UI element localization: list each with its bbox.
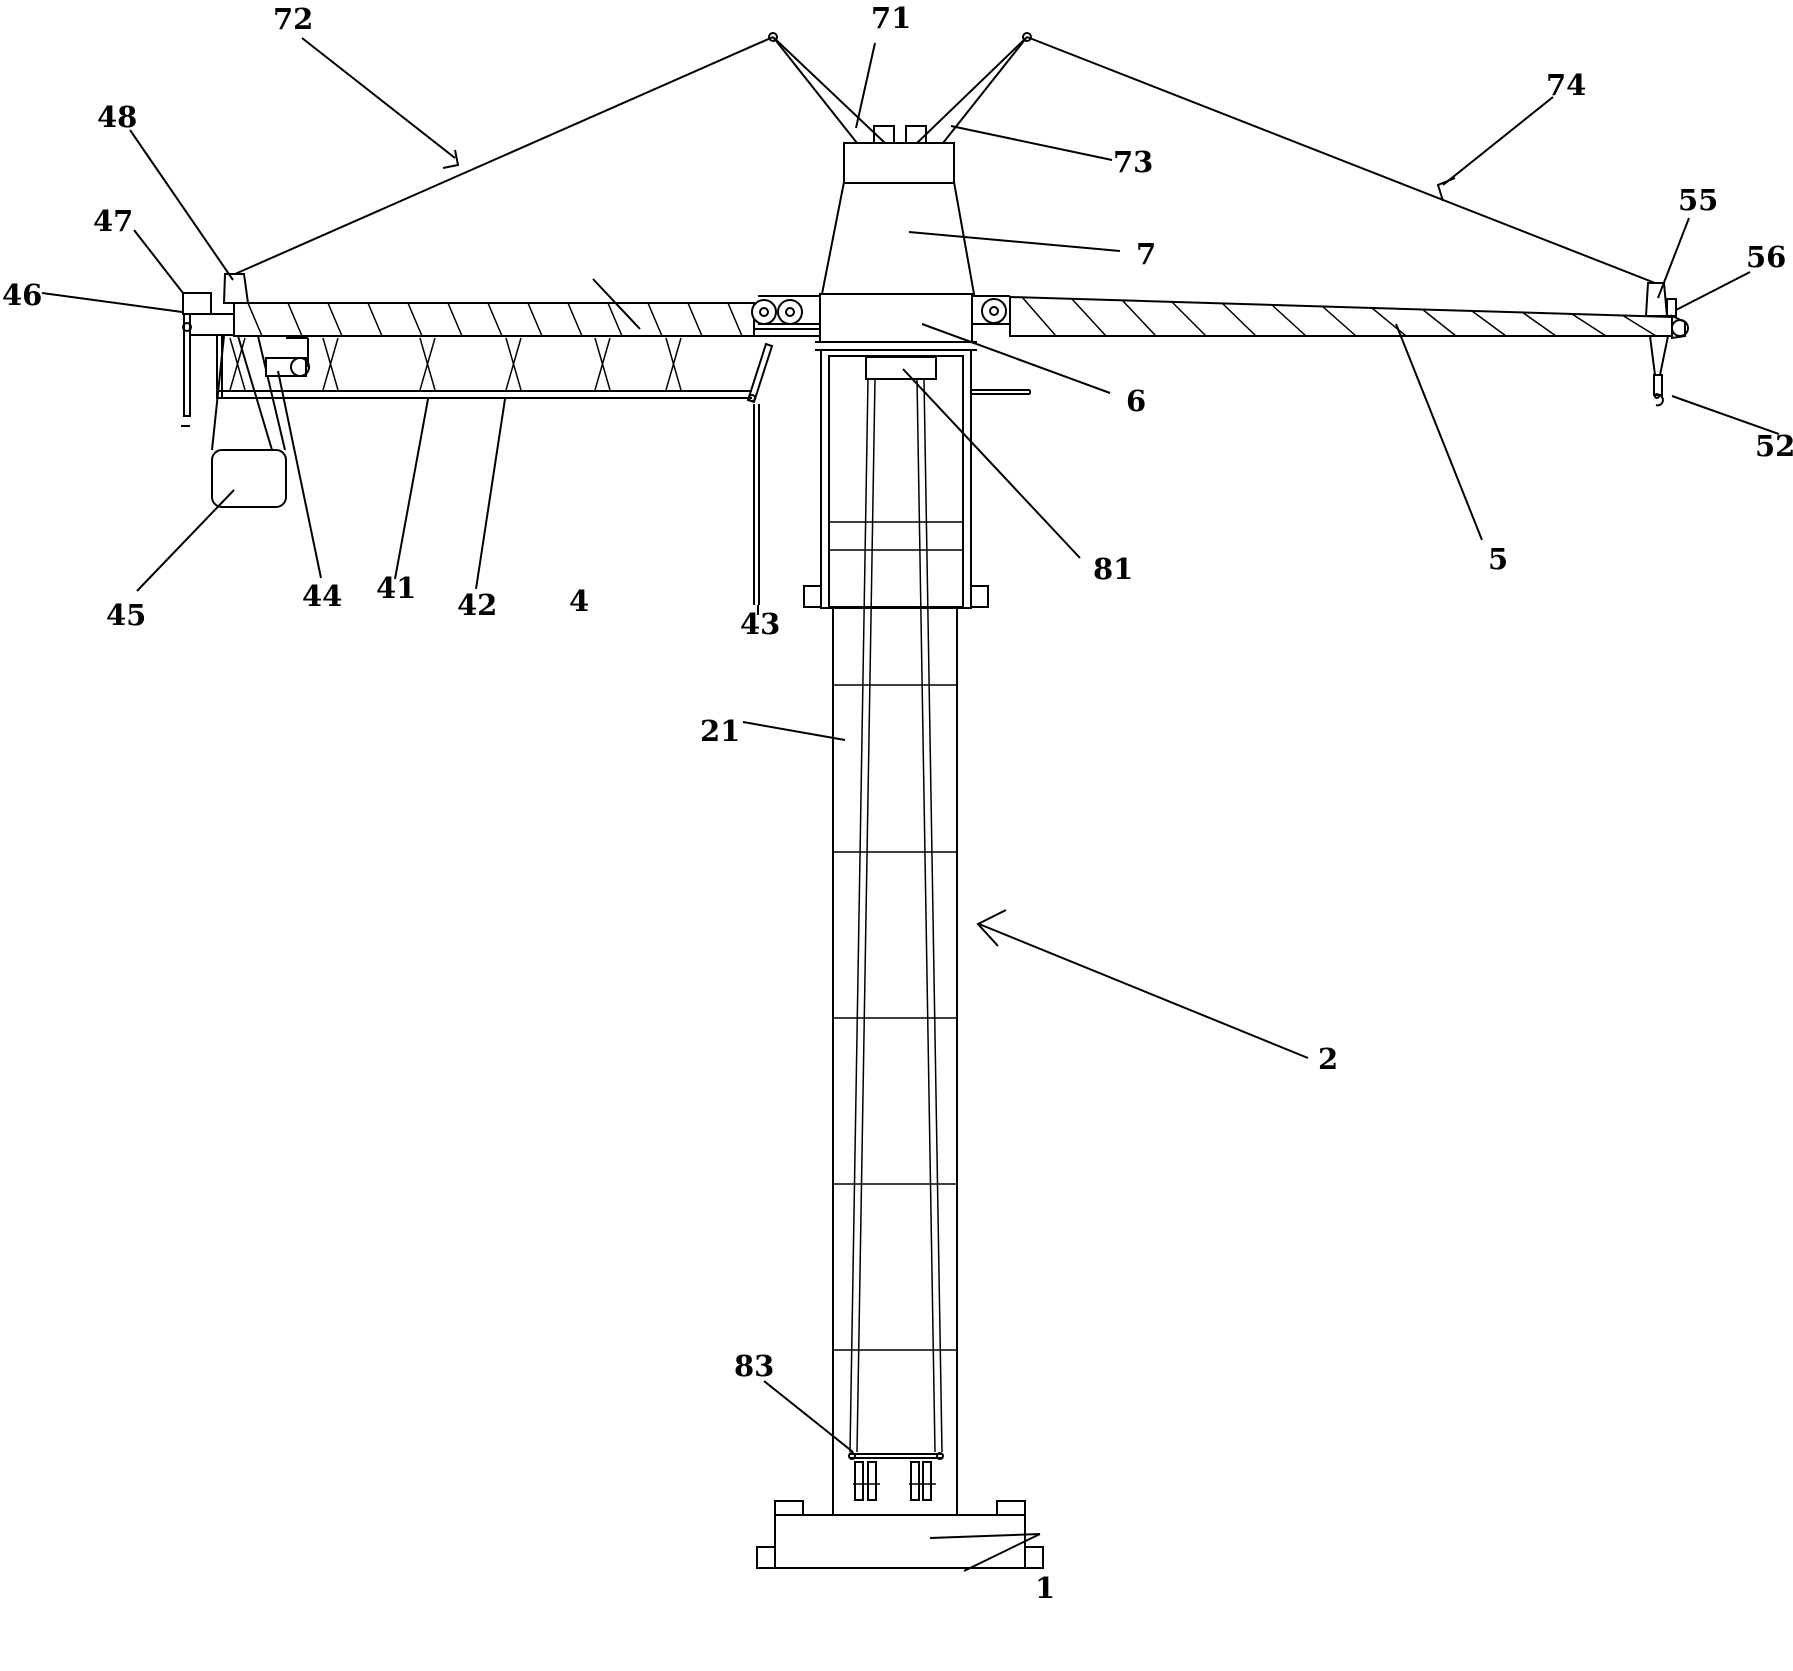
label-6: 6 [1126, 384, 1146, 418]
counterweight-45 [212, 336, 309, 507]
label-7: 7 [1136, 237, 1156, 271]
label-5: 5 [1488, 542, 1508, 576]
label-1: 1 [1035, 1571, 1055, 1605]
label-46: 46 [2, 278, 42, 312]
label-52: 52 [1755, 429, 1793, 463]
label-71: 71 [871, 1, 911, 35]
label-55: 55 [1678, 183, 1718, 217]
jib-5 [982, 297, 1672, 336]
counter-jib-4 [234, 300, 820, 336]
label-44: 44 [302, 579, 342, 613]
label-45: 45 [106, 598, 146, 632]
counter-jib-tail [181, 274, 248, 426]
jib-head [1646, 283, 1688, 405]
a-frames [769, 33, 1031, 143]
label-4: 4 [569, 584, 589, 618]
label-47: 47 [93, 204, 133, 238]
label-43: 43 [740, 607, 780, 641]
label-72: 72 [273, 2, 313, 36]
label-42: 42 [457, 588, 497, 622]
label-2: 2 [1318, 1042, 1338, 1076]
label-21: 21 [700, 714, 740, 748]
label-41: 41 [376, 571, 416, 605]
tower-head-7 [822, 126, 974, 294]
label-48: 48 [97, 100, 137, 134]
label-56: 56 [1746, 240, 1786, 274]
jacking-unit-83 [849, 1453, 943, 1500]
label-81: 81 [1093, 552, 1133, 586]
label-83: 83 [734, 1349, 774, 1383]
label-73: 73 [1113, 145, 1153, 179]
label-74: 74 [1546, 68, 1586, 102]
